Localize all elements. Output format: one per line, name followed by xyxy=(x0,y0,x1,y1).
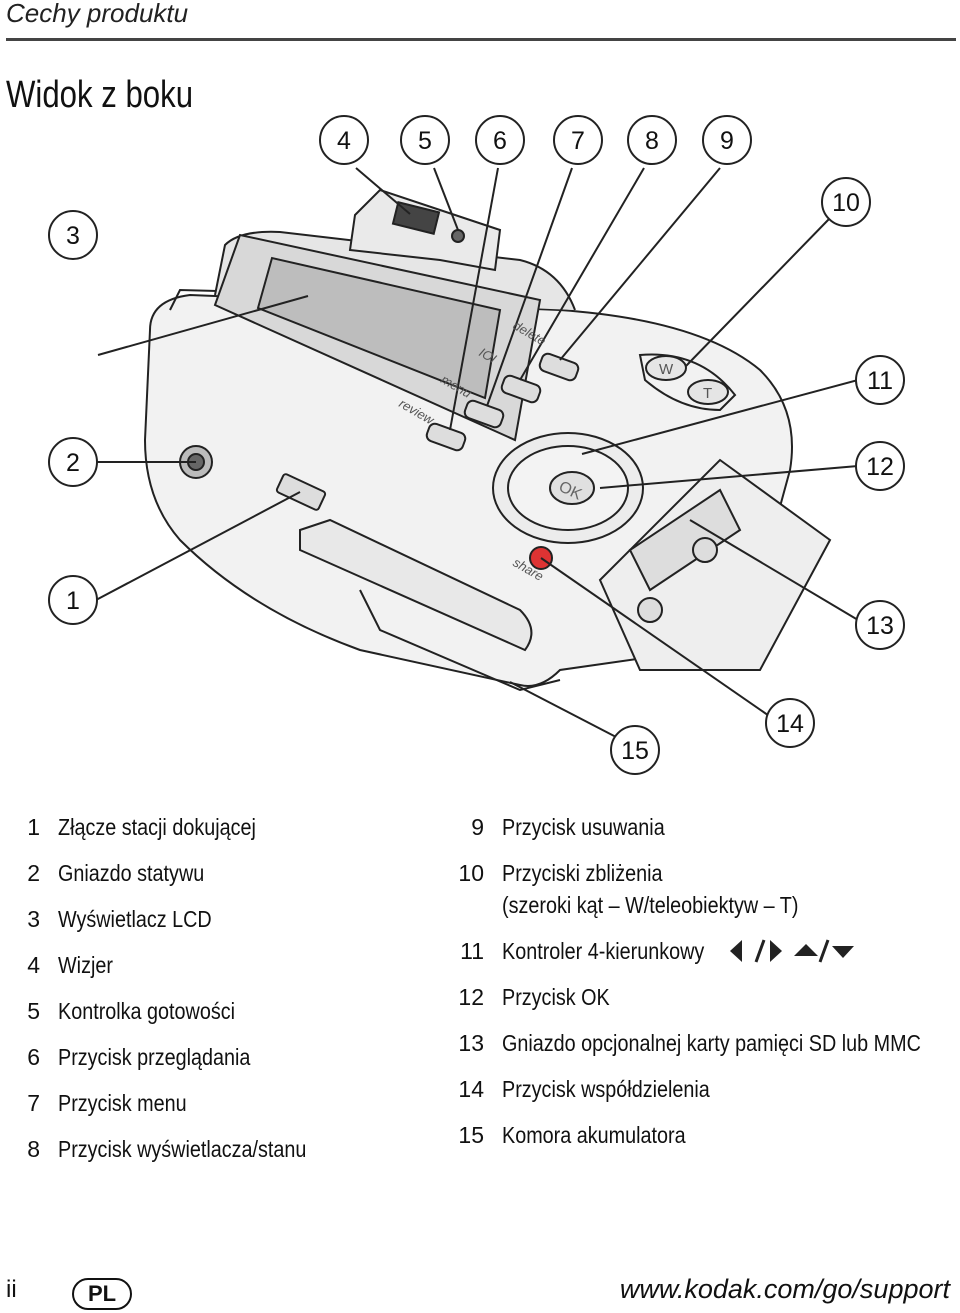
legend-number: 3 xyxy=(27,906,40,932)
legend-number: 15 xyxy=(458,1122,484,1148)
legend-number: 11 xyxy=(460,938,484,964)
legend-number: 4 xyxy=(27,952,40,978)
legend-number: 2 xyxy=(27,860,40,886)
callout-circle-12 xyxy=(855,441,905,491)
language-badge: PL xyxy=(72,1278,132,1310)
legend-item: 12 Przycisk OK xyxy=(444,984,960,1030)
legend-number: 1 xyxy=(27,814,40,840)
legend-text: Komora akumulatora xyxy=(502,1122,686,1148)
legend-number: 6 xyxy=(27,1044,40,1070)
display-button-shape xyxy=(500,374,542,404)
legend-number: 14 xyxy=(458,1076,484,1102)
legend-item: 7 Przycisk menu xyxy=(0,1090,440,1136)
legend-text: Przycisk menu xyxy=(58,1090,187,1116)
legend-text: Gniazdo statywu xyxy=(58,860,205,886)
callout-circle-10 xyxy=(821,177,871,227)
callout-number-11: 11 xyxy=(867,367,893,395)
callout-number-9: 9 xyxy=(720,127,734,155)
callout-number-15: 15 xyxy=(621,737,649,765)
callout-number-13: 13 xyxy=(866,612,894,640)
legend-item: 5 Kontrolka gotowości xyxy=(0,998,440,1044)
legend-text: Złącze stacji dokującej xyxy=(58,814,256,840)
callout-number-3: 3 xyxy=(66,222,80,250)
legend-item: 4 Wizjer xyxy=(0,952,440,998)
callout-number-5: 5 xyxy=(418,127,432,155)
callout-circle-13 xyxy=(855,600,905,650)
callout-number-6: 6 xyxy=(493,127,507,155)
zoom-t-shape xyxy=(687,379,729,405)
callout-circle-11 xyxy=(855,355,905,405)
callout-number-10: 10 xyxy=(832,189,860,217)
legend-number: 9 xyxy=(471,814,484,840)
callout-circle-4 xyxy=(319,115,369,165)
legend-item: 6 Przycisk przeglądania xyxy=(0,1044,440,1090)
review-button-shape xyxy=(425,422,467,452)
legend-text-continued: (szeroki kąt – W/teleobiektyw – T) xyxy=(502,892,799,918)
legend-right: 9 Przycisk usuwania 10 Przyciski zbliżenia (… xyxy=(444,814,960,1168)
legend-text: Przycisk współdzielenia xyxy=(502,1076,710,1102)
section-header: Cechy produktu xyxy=(6,0,189,28)
callout-number-1: 1 xyxy=(66,587,80,615)
legend-item: 11 Kontroler 4-kierunkowy xyxy=(444,938,960,984)
legend-text: Kontroler 4-kierunkowy xyxy=(502,938,705,964)
legend-text: Przycisk usuwania xyxy=(502,814,665,840)
callout-number-8: 8 xyxy=(645,127,659,155)
legend-text: Gniazdo opcjonalnej karty pamięci SD lub… xyxy=(502,1030,921,1056)
callout-circle-15 xyxy=(610,725,660,775)
ok-button-shape xyxy=(549,471,595,505)
dock-connector-shape xyxy=(275,473,327,511)
legend-text: Przycisk przeglądania xyxy=(58,1044,251,1070)
callout-number-7: 7 xyxy=(571,127,585,155)
legend-item: 9 Przycisk usuwania xyxy=(444,814,960,860)
direction-arrows-icon xyxy=(730,939,854,963)
legend-text: Wizjer xyxy=(58,952,113,978)
callout-number-2: 2 xyxy=(66,449,80,477)
callout-circle-1 xyxy=(48,575,98,625)
legend-number: 13 xyxy=(458,1030,484,1056)
legend-item: 13 Gniazdo opcjonalnej karty pamięci SD l… xyxy=(444,1030,960,1076)
legend-item: 1 Złącze stacji dokującej xyxy=(0,814,440,860)
legend-item: 8 Przycisk wyświetlacza/stanu xyxy=(0,1136,440,1182)
callout-circle-5 xyxy=(400,115,450,165)
legend-item: 15 Komora akumulatora xyxy=(444,1122,960,1168)
legend-left: 1 Złącze stacji dokującej 2 Gniazdo statywu… xyxy=(0,814,440,1182)
legend-number: 12 xyxy=(458,984,484,1010)
legend-text: Przyciski zbliżenia xyxy=(502,860,663,886)
callout-circle-3 xyxy=(48,210,98,260)
callout-number-12: 12 xyxy=(866,453,894,481)
callout-circle-14 xyxy=(765,698,815,748)
legend-text: Wyświetlacz LCD xyxy=(58,906,212,932)
legend-text: Przycisk wyświetlacza/stanu xyxy=(58,1136,307,1162)
legend-item: 14 Przycisk współdzielenia xyxy=(444,1076,960,1122)
support-url[interactable]: www.kodak.com/go/support xyxy=(619,1274,950,1304)
legend-number: 5 xyxy=(27,998,40,1024)
callout-circle-6 xyxy=(475,115,525,165)
legend-text: Kontrolka gotowości xyxy=(58,998,236,1024)
camera-diagram: OK W T share delete IOI menu review 1234… xyxy=(48,115,905,775)
callout-number-4: 4 xyxy=(337,127,351,155)
callout-circle-8 xyxy=(627,115,677,165)
camera-label-t: T xyxy=(703,385,712,402)
callout-circle-9 xyxy=(702,115,752,165)
legend-number: 8 xyxy=(27,1136,40,1162)
callout-number-14: 14 xyxy=(776,710,804,738)
callout-circle-2 xyxy=(48,437,98,487)
legend-item: 2 Gniazdo statywu xyxy=(0,860,440,906)
battery-door xyxy=(299,518,533,652)
legend-number: 10 xyxy=(458,860,484,886)
camera-label-w: W xyxy=(659,361,674,378)
page-number: ii xyxy=(6,1276,17,1303)
legend-number: 7 xyxy=(27,1090,40,1116)
legend-item: 3 Wyświetlacz LCD xyxy=(0,906,440,952)
legend-item: 10 Przyciski zbliżenia (szeroki kąt – W/te… xyxy=(444,860,960,938)
callout-circle-7 xyxy=(553,115,603,165)
page-title: Widok z boku xyxy=(6,74,194,116)
ready-light xyxy=(451,229,465,243)
lcd-screen xyxy=(256,256,502,400)
header-rule xyxy=(6,38,956,41)
legend-text: Przycisk OK xyxy=(502,984,610,1010)
